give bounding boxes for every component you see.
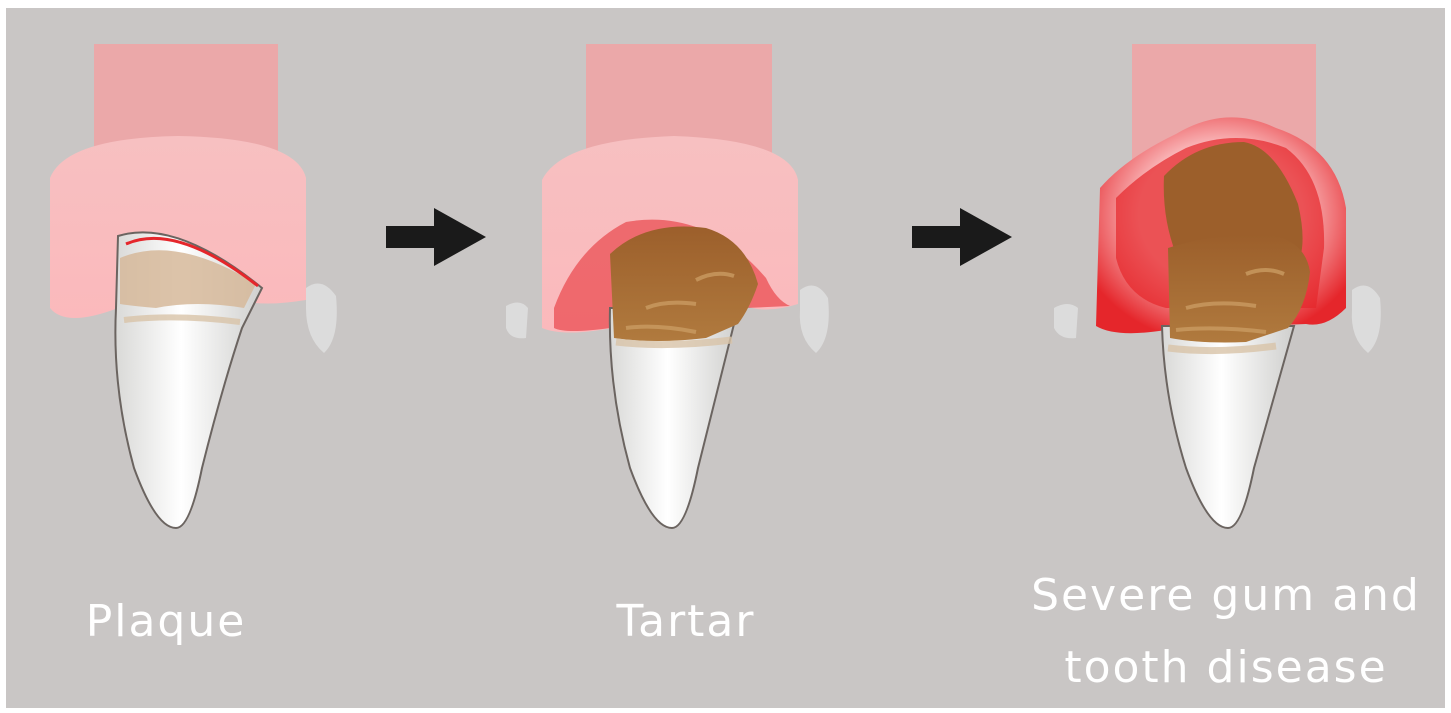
adjacent-tooth [800,286,829,354]
stage-label-plaque: Plaque [46,586,286,658]
tartar-deposit-lower [1168,235,1310,342]
tooth [1162,326,1294,528]
adjacent-tooth [1352,286,1381,354]
arrow-right-icon [386,208,486,266]
stage-label-severe-disease: Severe gum and tooth disease [1006,560,1446,704]
diagram-panel: Plaque Tartar Severe gum and tooth disea… [6,8,1445,708]
stage-plaque-illustration [50,44,337,528]
adjacent-tooth [306,284,337,354]
stage-label-tartar: Tartar [566,586,806,658]
stage-severe-disease-illustration [1054,44,1381,528]
stage-tartar-illustration [506,44,829,528]
arrow-right-icon [912,208,1012,266]
